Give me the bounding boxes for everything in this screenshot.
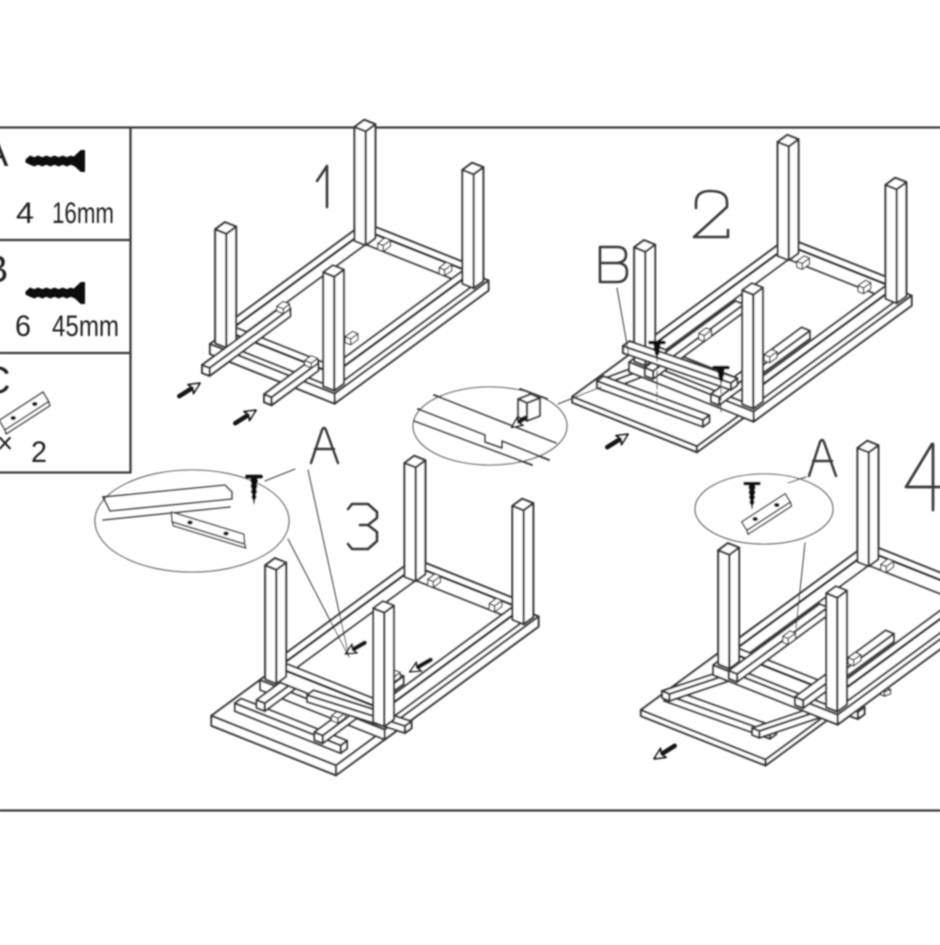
svg-text:×: × [0, 427, 13, 460]
svg-text:45mm: 45mm [52, 310, 119, 343]
svg-text:16mm: 16mm [52, 197, 114, 230]
svg-text:C: C [0, 360, 10, 402]
svg-text:4: 4 [16, 197, 34, 230]
svg-text:6: 6 [15, 310, 31, 343]
svg-text:B: B [0, 249, 8, 291]
svg-text:2: 2 [31, 436, 47, 469]
svg-text:A: A [0, 133, 9, 175]
